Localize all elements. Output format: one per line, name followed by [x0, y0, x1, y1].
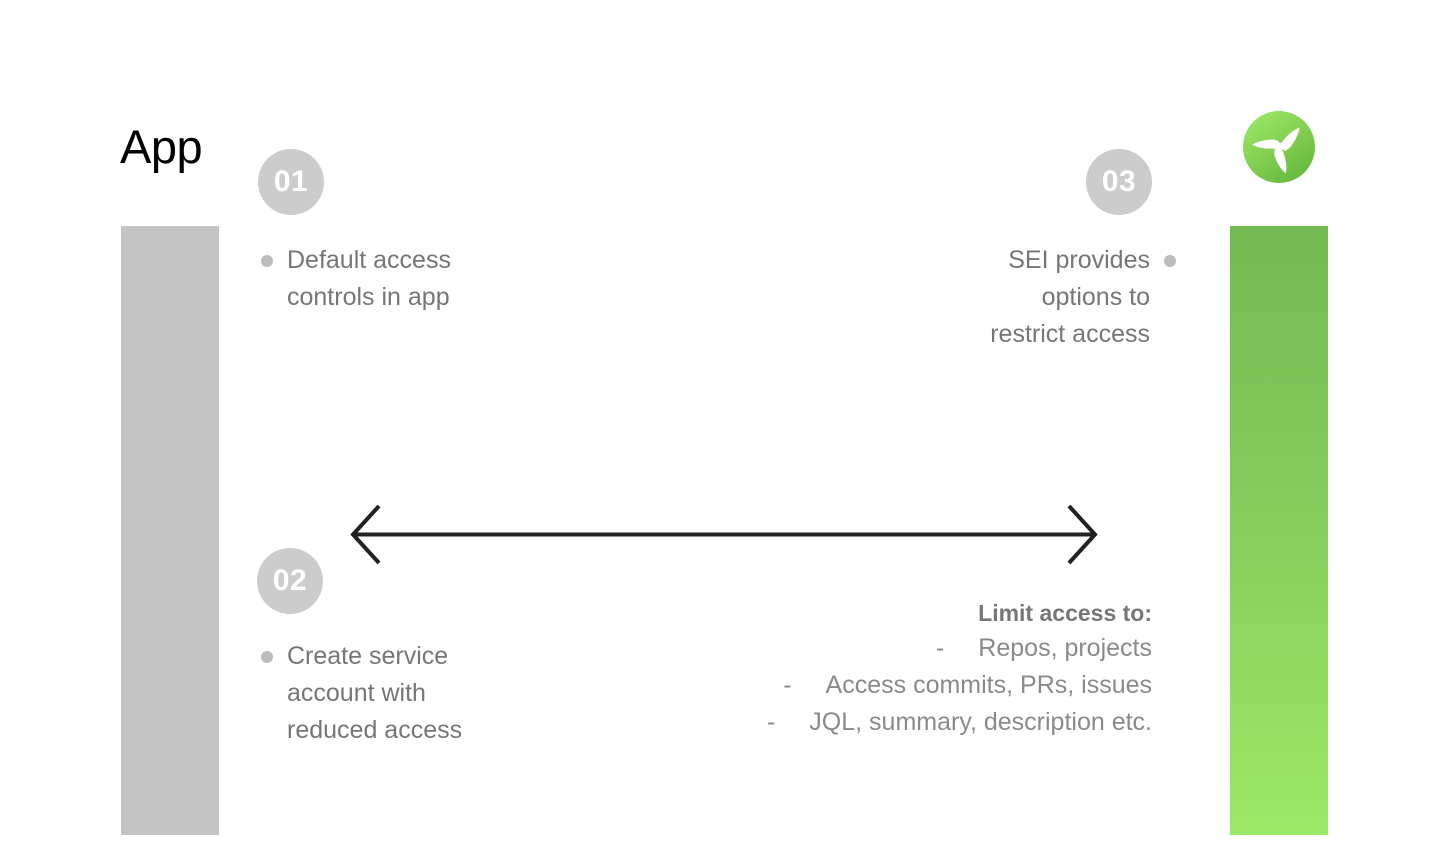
bullet-dot-icon [261, 255, 273, 267]
list-dash: - [935, 634, 945, 662]
step-text-03: SEI provides options to restrict access [990, 246, 1150, 348]
step-text-01: Default access controls in app [287, 246, 451, 311]
step-item-03: SEI provides options to restrict access [960, 242, 1176, 353]
limit-access-block: Limit access to: - Repos, projects - Acc… [600, 596, 1152, 741]
double-headed-arrow-icon [348, 504, 1100, 565]
page-title: App [120, 120, 203, 173]
step-item-02: Create service account with reduced acce… [261, 638, 462, 749]
limit-access-item: - Access commits, PRs, issues [600, 667, 1152, 704]
list-dash: - [783, 671, 792, 699]
propeller-logo-icon [1243, 111, 1315, 183]
limit-access-item-label: Repos, projects [978, 634, 1152, 662]
limit-access-item-label: JQL, summary, description etc. [809, 708, 1152, 736]
step-badge-03: 03 [1086, 149, 1152, 215]
sei-column-bar [1230, 226, 1328, 835]
step-badge-01: 01 [258, 149, 324, 215]
bullet-dot-icon [261, 651, 273, 663]
limit-access-item: - Repos, projects [600, 630, 1152, 667]
limit-access-item: - JQL, summary, description etc. [600, 704, 1152, 741]
step-text-02: Create service account with reduced acce… [287, 642, 463, 744]
list-dash: - [766, 708, 776, 736]
limit-access-item-label: Access commits, PRs, issues [825, 671, 1152, 699]
limit-access-heading: Limit access to: [978, 600, 1152, 626]
app-column-bar [121, 226, 219, 835]
bullet-dot-icon [1164, 255, 1176, 267]
step-item-01: Default access controls in app [261, 242, 451, 316]
step-badge-02: 02 [257, 548, 323, 614]
